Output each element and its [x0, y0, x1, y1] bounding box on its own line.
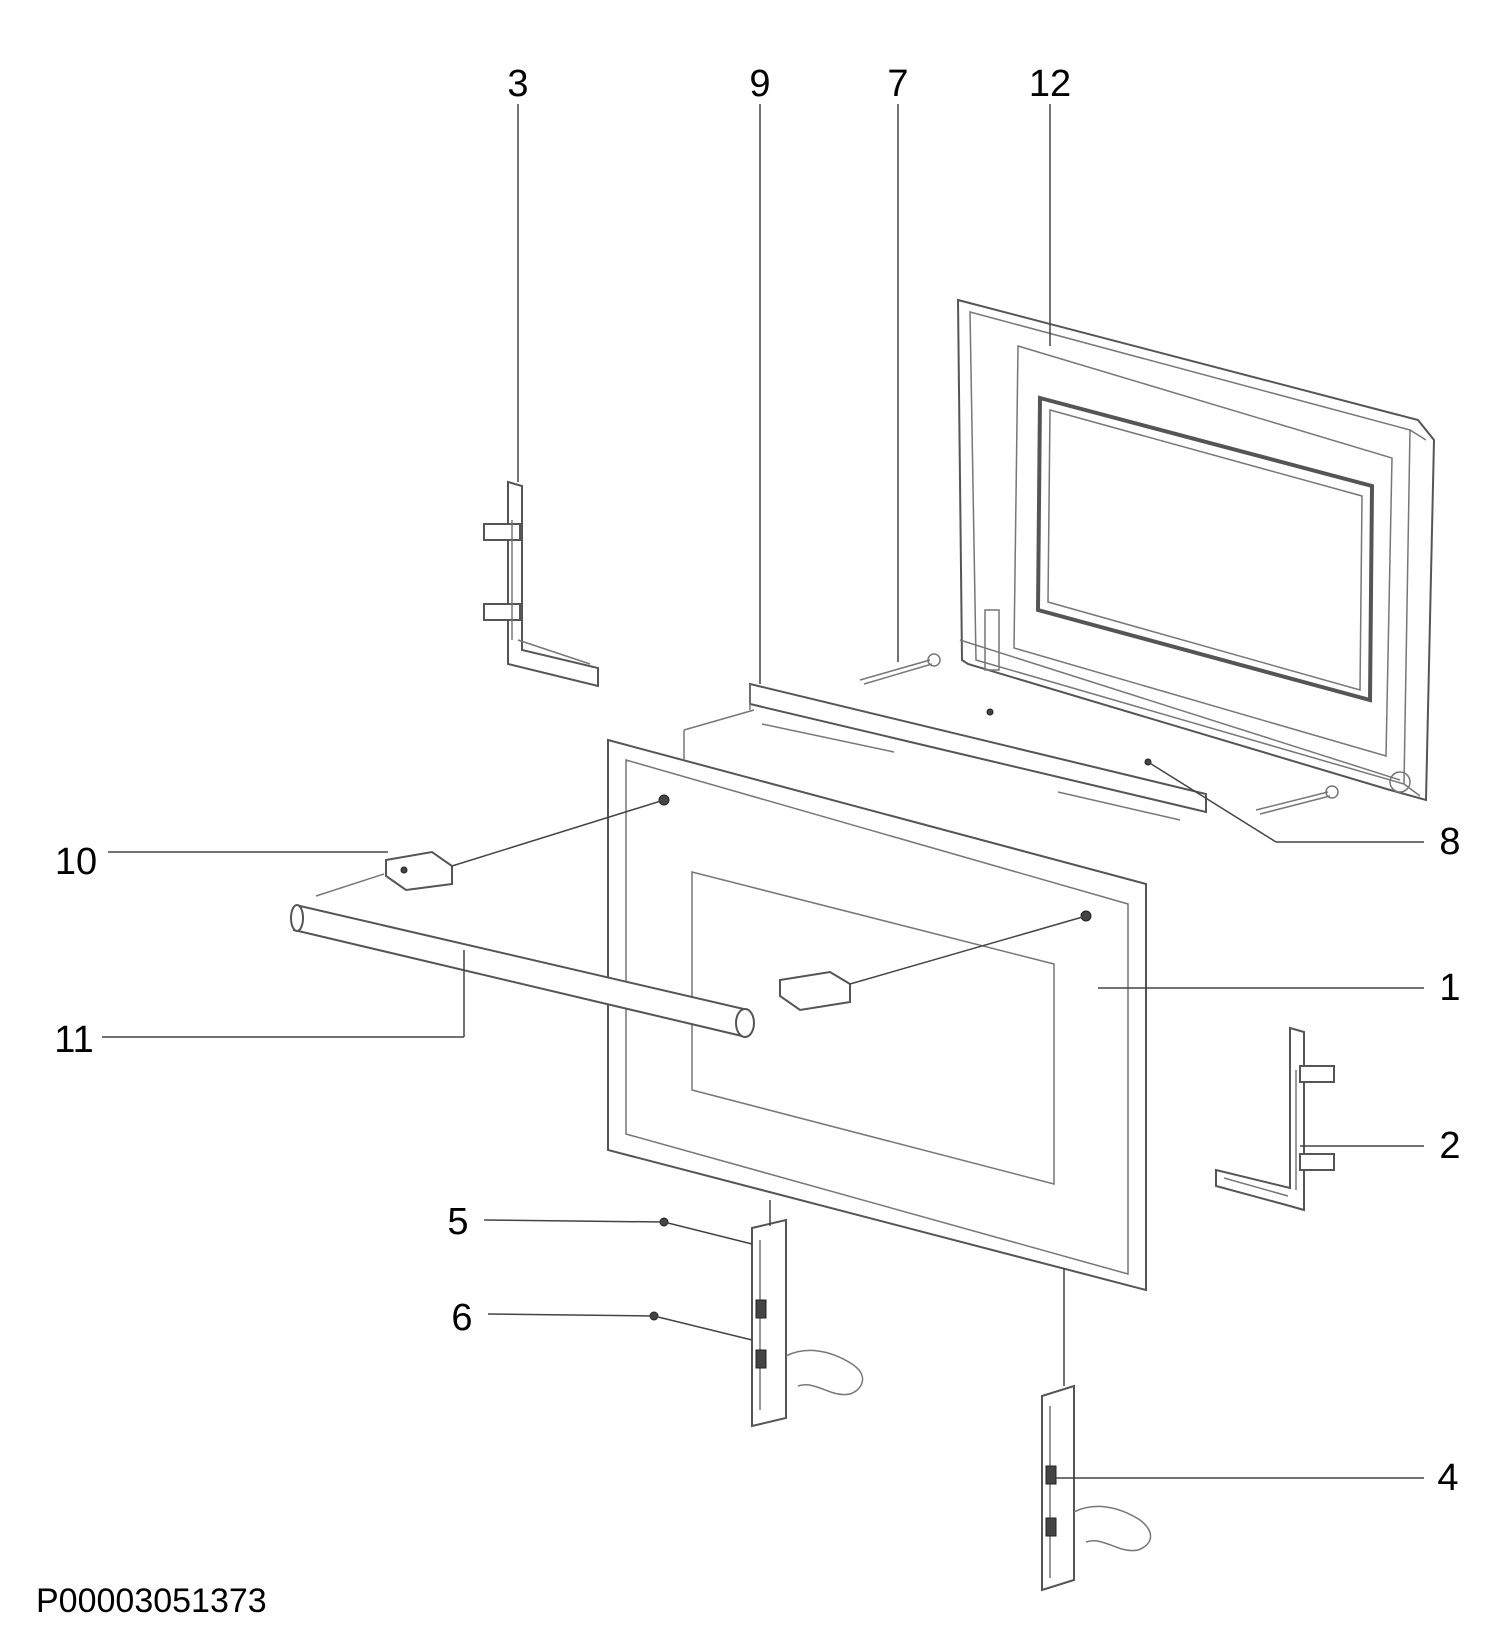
leader-lines	[102, 104, 1424, 1479]
callout-12: 12	[1029, 63, 1071, 105]
callout-9: 9	[749, 63, 770, 105]
callout-10: 10	[55, 841, 97, 883]
callout-7: 7	[887, 63, 908, 105]
part-9-bottom-rail	[749, 682, 1207, 821]
part-12-inner-door-frame	[956, 298, 1436, 802]
part-hinge-left-unit	[751, 1200, 864, 1428]
part-4-hinge-unit	[1041, 1268, 1152, 1592]
callout-11: 11	[54, 1019, 93, 1061]
callout-4: 4	[1437, 1457, 1458, 1499]
callout-8: 8	[1439, 821, 1460, 863]
part-7-screws	[859, 653, 1339, 815]
callout-2: 2	[1439, 1125, 1460, 1167]
callout-1: 1	[1439, 967, 1460, 1009]
part-2-hinge-receptacle-right	[1215, 1026, 1335, 1212]
part-3-hinge-receptacle-left	[483, 480, 599, 688]
part-10-handle-supports	[385, 799, 1087, 1012]
callout-5: 5	[447, 1201, 468, 1243]
callout-3: 3	[507, 63, 528, 105]
part-1-outer-door-glass	[607, 709, 1147, 1292]
part-11-handle-bar	[290, 873, 755, 1038]
drawing-code: P00003051373	[36, 1582, 267, 1620]
callout-6: 6	[451, 1297, 472, 1339]
